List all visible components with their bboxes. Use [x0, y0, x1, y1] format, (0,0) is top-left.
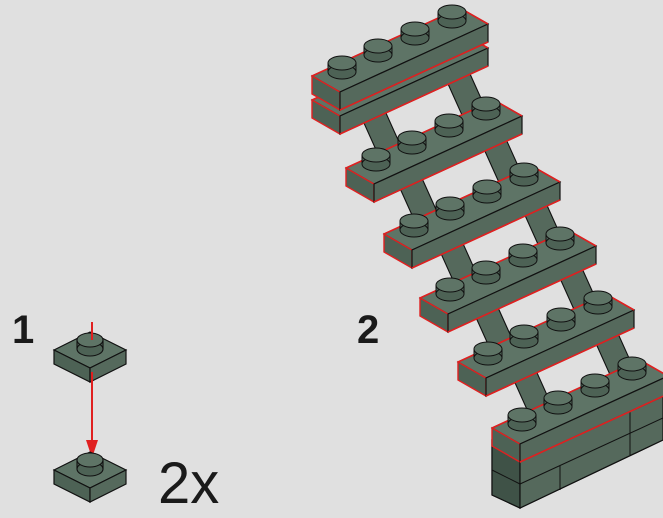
- plate-icon-bottom: [54, 452, 126, 502]
- staircase-icon: [312, 5, 663, 508]
- plate-icon-top: [54, 322, 126, 382]
- down-arrow-icon: [86, 372, 98, 458]
